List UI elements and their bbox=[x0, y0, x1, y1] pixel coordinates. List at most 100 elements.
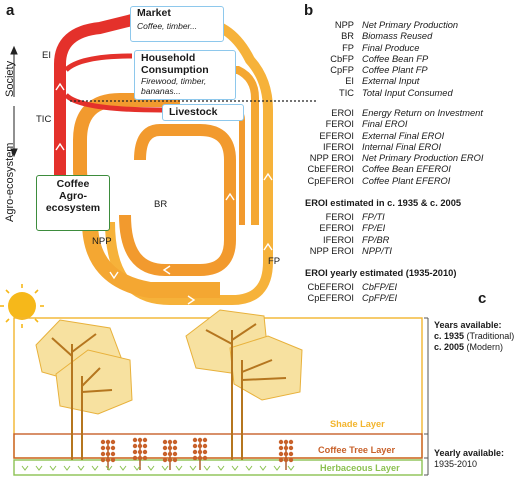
legend-abbr: CpEFEROI bbox=[307, 175, 355, 186]
br-flow-loop bbox=[119, 124, 236, 276]
market-title: Market bbox=[137, 7, 171, 19]
legend-desc: External Final EROI bbox=[362, 130, 445, 141]
legend-row: CpFP Coffee Plant FP bbox=[302, 65, 458, 76]
legend-row: BR Biomass Reused bbox=[302, 31, 458, 42]
legend-abbr: BR bbox=[341, 31, 354, 42]
legend-desc: Total Input Consumed bbox=[362, 87, 453, 98]
legend-abbr: EROI bbox=[331, 108, 354, 118]
years-bracket bbox=[424, 317, 429, 459]
legend-desc: FP/BR bbox=[362, 234, 390, 245]
legend-abbr: CbEFEROI bbox=[307, 164, 355, 175]
herb-layer-label: Herbaceous Layer bbox=[320, 463, 400, 473]
ei-from-livestock bbox=[64, 93, 163, 113]
legend-abbr: NPP bbox=[334, 20, 354, 30]
coffee-tree-icon bbox=[162, 439, 178, 470]
br-label: BR bbox=[154, 199, 168, 210]
legend-desc: FP/EI bbox=[362, 223, 386, 234]
society-axis bbox=[10, 45, 18, 158]
coffee-box-line1: Coffee bbox=[56, 178, 90, 190]
legend-abbr: CbFP bbox=[330, 53, 354, 64]
legend-abbr: EFEROI bbox=[319, 223, 354, 234]
yearly-range: 1935-2010 bbox=[434, 459, 478, 469]
shade-layer-label: Shade Layer bbox=[330, 419, 385, 429]
coffee-tree-icon bbox=[192, 437, 208, 470]
sun-icon bbox=[0, 284, 44, 328]
legend-abbr: CpFP bbox=[330, 65, 354, 76]
legend-abbr: IFEROI bbox=[323, 141, 354, 152]
legend-abbr: EFEROI bbox=[319, 130, 354, 141]
legend-row: EFEROI FP/EI bbox=[302, 223, 392, 234]
legend-row: IFEROI Internal Final EROI bbox=[302, 142, 483, 153]
eroi-yearly-header: EROI yearly estimated (1935-2010) bbox=[305, 268, 457, 278]
livestock-box: Livestock bbox=[162, 104, 244, 121]
legend-desc: Coffee Plant FP bbox=[362, 65, 428, 76]
legend-desc: Final Produce bbox=[362, 42, 420, 53]
legend-desc: Coffee Bean EFEROI bbox=[362, 164, 451, 175]
year-2005-note: (Modern) bbox=[466, 342, 504, 352]
years-available-note: Years available: c. 1935 (Traditional) c… bbox=[434, 320, 514, 353]
market-detail: Coffee, timber... bbox=[137, 21, 198, 31]
legend-desc: Biomass Reused bbox=[362, 31, 433, 42]
legend-desc: CbFP/EI bbox=[362, 282, 398, 292]
yearly-available-note: Yearly available: 1935-2010 bbox=[434, 448, 504, 470]
fp-to-household bbox=[232, 66, 259, 225]
panel-b-label: b bbox=[304, 2, 314, 19]
year-1935-note: (Traditional) bbox=[466, 331, 515, 341]
household-detail-1: Firewood, timber, bbox=[141, 76, 207, 86]
legend-row: CbEFEROI Coffee Bean EFEROI bbox=[302, 164, 483, 175]
legend-row: CbFP Coffee Bean FP bbox=[302, 54, 458, 65]
legend-row: EROI Energy Return on Investment bbox=[302, 108, 483, 119]
yearly-available-title: Yearly available: bbox=[434, 448, 505, 458]
coffee-trees bbox=[100, 437, 294, 470]
legend-abbr: IFEROI bbox=[323, 234, 354, 245]
legend-abbr: NPP EROI bbox=[309, 153, 354, 164]
coffee-tree-icon bbox=[100, 439, 116, 470]
household-box: Household Consumption Firewood, timber, … bbox=[134, 50, 236, 100]
tic-label: TIC bbox=[36, 114, 52, 125]
legend-row: CpEFEROI CpFP/EI bbox=[302, 293, 398, 304]
ei-label: EI bbox=[42, 50, 51, 61]
legend-desc: CpFP/EI bbox=[362, 293, 398, 304]
society-label: Society bbox=[4, 60, 16, 97]
legend-desc: Net Primary Production EROI bbox=[362, 153, 484, 164]
legend-desc: Energy Return on Investment bbox=[362, 108, 483, 118]
coffee-layer-box bbox=[13, 433, 423, 459]
legend-desc: Final EROI bbox=[362, 119, 408, 130]
coffee-tree-icon bbox=[278, 439, 294, 470]
legend-abbr: EI bbox=[345, 76, 354, 87]
flow-arrows bbox=[55, 82, 273, 305]
legend-abbr: CpEFEROI bbox=[307, 293, 355, 304]
coffee-agroecosystem-box: Coffee Agro- ecosystem bbox=[36, 175, 110, 231]
eroi-estimated-header: EROI estimated in c. 1935 & c. 2005 bbox=[305, 198, 462, 208]
ei-flow bbox=[54, 14, 134, 178]
years-available-title: Years available: bbox=[434, 320, 502, 330]
panel-c-label: c bbox=[478, 290, 487, 307]
coffee-box-line2: Agro- bbox=[59, 190, 87, 202]
panel-a-label: a bbox=[6, 2, 15, 19]
year-2005: c. 2005 bbox=[434, 342, 465, 352]
legend-desc: Coffee Bean FP bbox=[362, 53, 429, 64]
shade-tree-right bbox=[185, 309, 303, 460]
legend-row: CpEFEROI Coffee Plant EFEROI bbox=[302, 176, 483, 187]
legend-desc: Internal Final EROI bbox=[362, 141, 442, 152]
market-box: Market Coffee, timber... bbox=[130, 6, 224, 42]
year-1935: c. 1935 bbox=[434, 331, 465, 341]
household-title-2: Consumption bbox=[141, 64, 209, 76]
household-title-1: Household bbox=[141, 52, 196, 64]
shade-tree-left bbox=[35, 319, 133, 460]
legend-abbr: FP bbox=[342, 42, 354, 53]
legend-desc: Coffee Plant EFEROI bbox=[362, 175, 451, 186]
npp-label: NPP bbox=[92, 236, 112, 247]
livestock-title: Livestock bbox=[169, 106, 218, 118]
herb-layer-box bbox=[13, 459, 423, 476]
